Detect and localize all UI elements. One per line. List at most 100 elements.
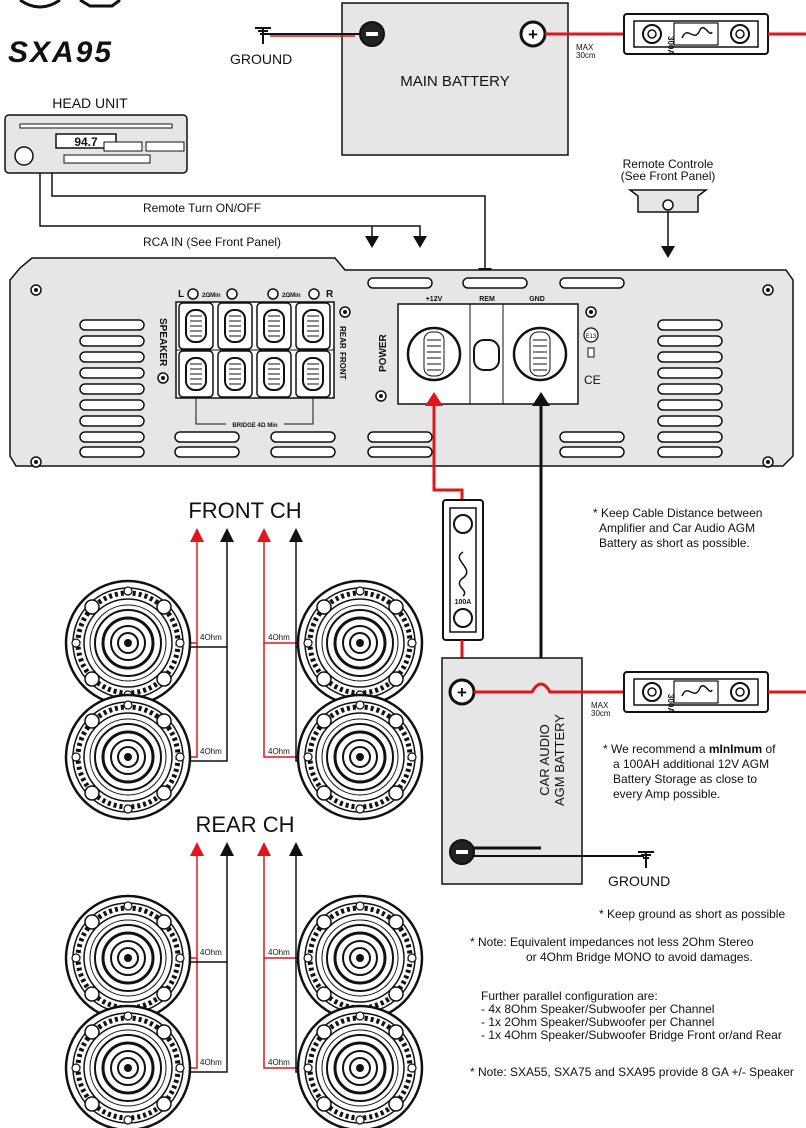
recommend-prefix: * We recommend a — [603, 742, 709, 756]
amp-vent — [559, 277, 625, 289]
remote-controle-note: (See Front Panel) — [621, 169, 716, 183]
front-left-pos-arrow — [190, 528, 204, 542]
cable-note-3: Battery as short as possible. — [599, 536, 750, 550]
inline-fuse-element — [458, 551, 468, 597]
rear-ohm-label: 4Ohm — [200, 1058, 222, 1067]
agm-label-line2: AGM BATTERY — [552, 714, 567, 806]
front-right-neg-arrow — [289, 528, 303, 542]
agm-max-dist: 30cm — [591, 709, 611, 718]
remote-knob-icon — [662, 199, 674, 211]
head-unit-knob — [14, 146, 34, 166]
e-mark: E13 — [586, 334, 597, 340]
rca-wire-label: RCA IN (See Front Panel) — [143, 235, 281, 249]
speaker-rear-right-2 — [298, 1006, 422, 1128]
head-unit-frequency: 94.7 — [74, 135, 98, 149]
remote-wire — [51, 173, 486, 275]
speaker-front-left-2 — [66, 695, 190, 819]
minus-icon — [456, 850, 468, 854]
amp-screw-gnd — [585, 306, 597, 318]
impedance-note-1: * Note: Equivalent impedances not less 2… — [470, 935, 754, 949]
top-max-label: MAX — [576, 43, 594, 52]
plus12v-label: +12V — [426, 296, 443, 303]
speaker-label: SPEAKER — [157, 318, 168, 367]
head-unit-display — [55, 133, 117, 149]
rear-ch-title: REAR CH — [195, 812, 294, 837]
speaker-front-right-1 — [298, 581, 422, 705]
plus-icon — [187, 288, 199, 300]
left-channel-label: L — [178, 289, 184, 300]
plus-icon: + — [457, 683, 467, 702]
rear-label: REAR — [338, 326, 347, 349]
bridge-label-bg — [226, 419, 284, 429]
plus-icon — [267, 288, 279, 300]
logo-top-mark — [79, 0, 121, 8]
speaker-front-right-2 — [298, 695, 422, 819]
agm-fuse-rating: 300A — [666, 694, 675, 713]
parallel-note-2: - 4x 8Ohm Speaker/Subwoofer per Channel — [481, 1002, 714, 1016]
speaker-rear-right-1 — [298, 896, 422, 1020]
agm-positive-cable — [474, 682, 624, 694]
impedance-note-2: or 4Ohm Bridge MONO to avoid damages. — [526, 950, 753, 964]
front-ohm-label: 4Ohm — [268, 633, 290, 642]
head-unit-title: HEAD UNIT — [52, 95, 128, 111]
remote-controle-arrow — [661, 246, 675, 258]
rear-left-pos-arrow — [190, 842, 204, 856]
right-min-label: 2ΩMin — [282, 293, 301, 299]
inline-fuse-bolt-top — [453, 514, 473, 534]
front-right-pos-arrow — [257, 528, 271, 542]
minus-icon — [366, 32, 378, 36]
amp-vent — [462, 277, 528, 289]
rear-ohm-label: 4Ohm — [268, 1058, 290, 1067]
plus-icon: + — [528, 25, 538, 44]
rear-right-neg-arrow — [289, 842, 303, 856]
rear-ohm-label: 4Ohm — [200, 948, 222, 957]
front-left-neg-arrow — [220, 528, 234, 542]
minus-icon — [226, 288, 238, 300]
agm-max-label: MAX — [591, 701, 609, 710]
agm-label-line1: CAR AUDIO — [537, 724, 552, 796]
front-ohm-label: 4Ohm — [200, 633, 222, 642]
minus-icon — [308, 288, 320, 300]
brand-logo: SXA95 — [8, 36, 113, 69]
amp-right-vents — [657, 319, 723, 427]
top-max-dist: 30cm — [576, 51, 596, 60]
speaker-front-left-1 — [66, 581, 190, 705]
remote-controle-label: Remote Controle — [623, 157, 714, 171]
amp-left-vents — [79, 319, 145, 427]
gnd-label: GND — [529, 296, 545, 303]
recommend-note: * We recommend a mInImum of — [603, 742, 776, 756]
rear-left-neg-arrow — [220, 842, 234, 856]
head-unit-button-row — [63, 154, 151, 164]
terminal-threads — [423, 331, 551, 377]
amp-screw-tl — [30, 284, 42, 296]
amp-vent — [367, 277, 433, 289]
agm-ground-label: GROUND — [608, 873, 670, 889]
main-fuse-rating: 300A — [666, 36, 675, 55]
top-ground-label: GROUND — [230, 51, 292, 67]
front-label: FRONT — [338, 352, 347, 380]
amp-ground-arrow — [532, 392, 550, 406]
parallel-note-4: - 1x 4Ohm Speaker/Subwoofer Bridge Front… — [481, 1028, 782, 1042]
right-channel-label: R — [326, 289, 334, 300]
parallel-note-1: Further parallel configuration are: — [481, 989, 658, 1003]
ground-note: * Keep ground as short as possible — [599, 907, 785, 921]
amp-screw-speaker — [157, 372, 169, 384]
inline-fuse-rating: 100A — [455, 599, 472, 606]
speaker-rear-left-2 — [66, 1006, 190, 1128]
amp-screw-tr — [762, 284, 774, 296]
agm-fuse — [623, 671, 769, 713]
rca-arrow-a — [365, 236, 379, 248]
parallel-note-3: - 1x 2Ohm Speaker/Subwoofer per Channel — [481, 1015, 714, 1029]
rca-arrow-b — [413, 236, 427, 248]
remote-wire-label: Remote Turn ON/OFF — [143, 201, 261, 215]
head-unit-slot — [19, 123, 173, 129]
recommend-suffix: of — [762, 742, 776, 756]
rem-terminal — [473, 339, 500, 371]
weee-icon — [587, 347, 595, 358]
amp-positive-arrow — [425, 392, 443, 406]
gauge-note: * Note: SXA55, SXA75 and SXA95 provide 8… — [470, 1065, 794, 1079]
front-ohm-label: 4Ohm — [268, 747, 290, 756]
rem-label: REM — [479, 296, 495, 303]
head-unit-button-b — [145, 141, 185, 152]
